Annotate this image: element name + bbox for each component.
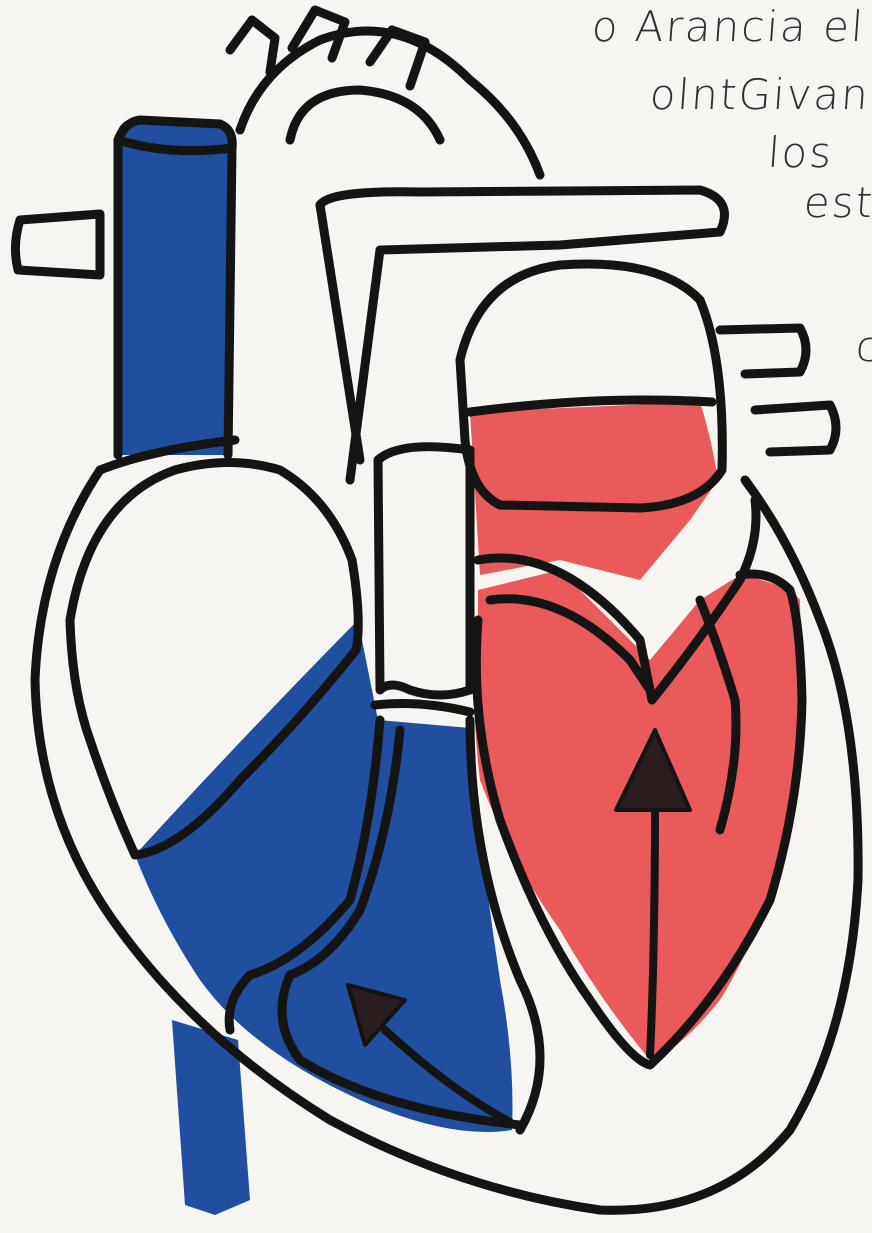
- left-atrium-fill: [470, 402, 718, 580]
- superior-vena-cava: [118, 118, 232, 455]
